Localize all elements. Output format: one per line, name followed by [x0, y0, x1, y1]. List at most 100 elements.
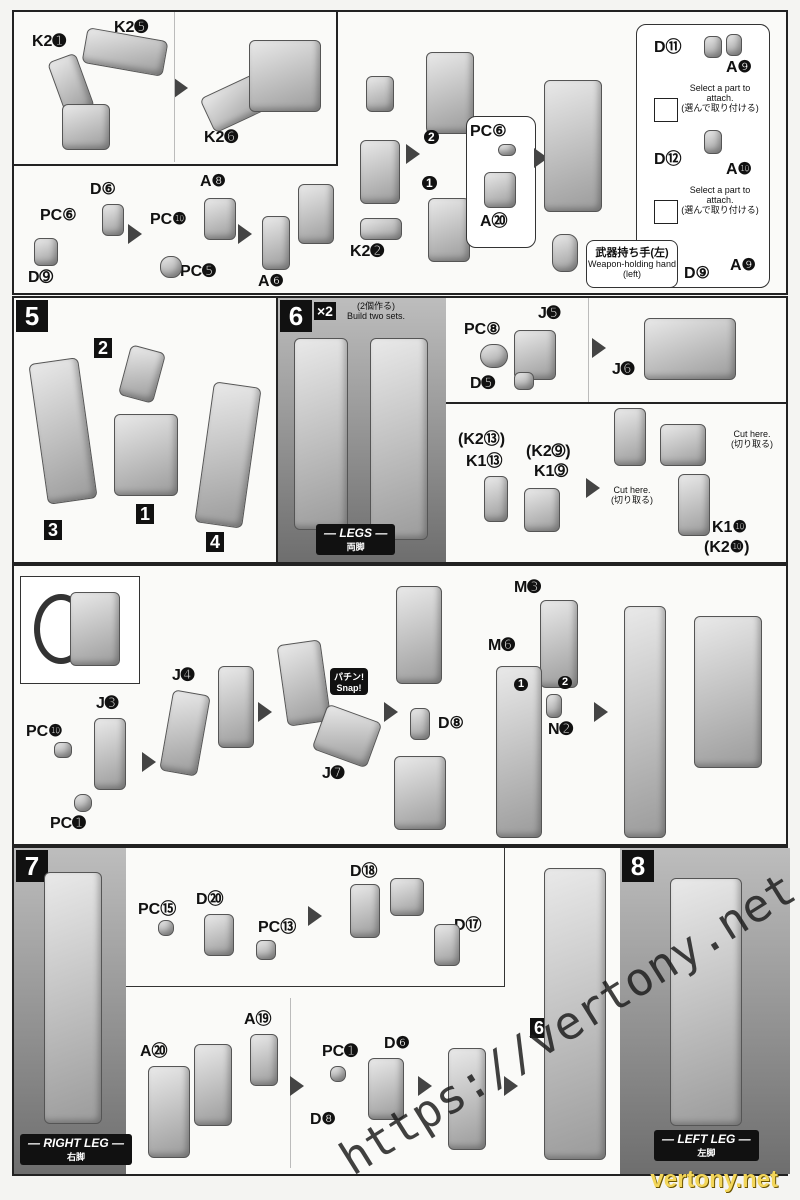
label-pc10: PC❿ [26, 723, 63, 740]
select-note-1: Select a part to attach.(選んで取り付ける) [681, 83, 759, 113]
label-d9: D➈ [28, 269, 53, 286]
part-leg-combined [544, 868, 606, 1160]
part-n2 [546, 694, 562, 718]
part-d8 [410, 708, 430, 740]
subassembly-box-k2 [14, 12, 338, 166]
row-2-panel: 5 2 1 3 4 6 ×2 (2個作る)Build two sets. — L… [12, 296, 788, 564]
part-pc1 [74, 794, 92, 812]
part-d20 [704, 130, 722, 154]
label-d8: D⑧ [438, 715, 464, 732]
part-m3 [540, 600, 578, 688]
part-leg-shell [624, 606, 666, 838]
part-m6 [496, 666, 542, 838]
step-arrow [594, 702, 608, 722]
label-a32-b: A❾ [730, 257, 756, 274]
row-4-panel: 7 — RIGHT LEG —右脚 PC⑮ D⑳ PC⑬ D⑱ D⑰ A⑲ A⑳… [12, 846, 790, 1176]
label-m6: M➏ [488, 637, 515, 654]
label-d5: D➎ [470, 375, 495, 392]
label-a33: A❿ [726, 161, 752, 178]
part-assembled-head [249, 40, 321, 112]
part-flap [70, 592, 120, 666]
step-arrow [174, 78, 188, 98]
divider-line [446, 402, 786, 404]
label-part-1: 1 [136, 504, 155, 524]
label-j6: J➏ [612, 361, 635, 378]
step-arrow [592, 338, 606, 358]
step-number-5: 5 [16, 300, 48, 332]
part-pc10 [54, 742, 72, 758]
label-a30: A❽ [200, 173, 226, 190]
divider-line [588, 298, 589, 402]
part-d11 [102, 204, 124, 236]
part-arm-left [194, 381, 262, 529]
part-knee-block [614, 408, 646, 466]
part-a30-assembly [298, 184, 334, 244]
part-j5 [514, 330, 556, 380]
part-arm-lower [428, 198, 470, 262]
step-arrow [586, 478, 600, 498]
option-icon [654, 200, 678, 224]
label-d23: D⑱ [350, 863, 378, 880]
label-step-2: 2 [424, 130, 439, 144]
part-pc1-b [330, 1066, 346, 1082]
build-two-sets: (2個作る)Build two sets. [346, 301, 406, 321]
label-pc1-b: PC➊ [322, 1043, 358, 1060]
label-d20: D⑫ [654, 151, 682, 168]
label-pc5: PC➎ [180, 263, 216, 280]
weapon-hand-label-jp: 武器持ち手(左) [595, 247, 669, 259]
snap-bubble: パチン!Snap! [330, 668, 368, 695]
corner-watermark: vertony.net [650, 1166, 778, 1193]
label-pc1: PC➊ [50, 815, 86, 832]
label-pc8: PC⑧ [464, 321, 501, 338]
part-d23 [350, 884, 380, 938]
part-foot-frame [394, 756, 446, 830]
step-arrow [128, 224, 142, 244]
part-a29 [262, 216, 290, 270]
cut-note-2: Cut here.(切り取る) [611, 485, 653, 505]
step-arrow [504, 1076, 518, 1096]
label-k2-10: (K2❿) [704, 539, 750, 556]
label-pc11-b: PC⑥ [470, 123, 507, 140]
label-j4: J➍ [172, 667, 195, 684]
row-3-panel: J➌ PC❿ PC➊ J➍ パチン!Snap! J➐ D⑧ M➌ M➏ 1 2 … [12, 564, 788, 846]
label-a26: A⑳ [480, 213, 508, 230]
label-k2-2: K2➋ [350, 243, 384, 260]
label-part-3: 3 [44, 520, 63, 540]
label-k1-9: K1➈ [534, 463, 568, 480]
label-a29: A❻ [258, 273, 284, 290]
label-pc11-a: PC⑥ [40, 207, 77, 224]
part-a24 [250, 1034, 278, 1086]
weapon-hand-callout: 武器持ち手(左) Weapon-holding hand (left) [586, 240, 678, 288]
part-knee-armor [660, 424, 706, 466]
label-d25: D⑳ [196, 891, 224, 908]
label-step-1: 1 [422, 176, 437, 190]
label-d19: D⑪ [654, 39, 682, 56]
label-k2-6: K2➏ [204, 129, 238, 146]
part-right-leg [44, 872, 102, 1124]
step-arrow [308, 906, 322, 926]
step-arrow [290, 1076, 304, 1096]
option-icon [654, 98, 678, 122]
divider-line [174, 12, 175, 162]
part-d19 [704, 36, 722, 58]
rotate-arrow-icon [34, 594, 88, 664]
step-number-7: 7 [16, 850, 48, 882]
part-j4 [159, 689, 211, 777]
label-k1-12: K1⑬ [466, 453, 503, 470]
step-arrow [418, 1076, 432, 1096]
step-arrow [384, 702, 398, 722]
step-arrow [238, 224, 252, 244]
label-k1-10: K1❿ [712, 519, 747, 536]
part-leg-front [370, 338, 428, 540]
part-pc11 [498, 144, 516, 156]
part-a30 [204, 198, 236, 240]
part-backpack-wing [117, 344, 167, 404]
part-knee-frame [218, 666, 254, 748]
part-torso [114, 414, 178, 496]
part-j3 [94, 718, 126, 790]
part-d22 [434, 924, 460, 966]
left-leg-caption: — LEFT LEG —左脚 [654, 1130, 759, 1161]
row-1-panel: K2➊ K2➎ K2➏ D⑥ PC⑥ D➈ A❽ PC❿ PC➎ A❻ K2➋ … [12, 10, 788, 295]
label-j7: J➐ [322, 765, 345, 782]
